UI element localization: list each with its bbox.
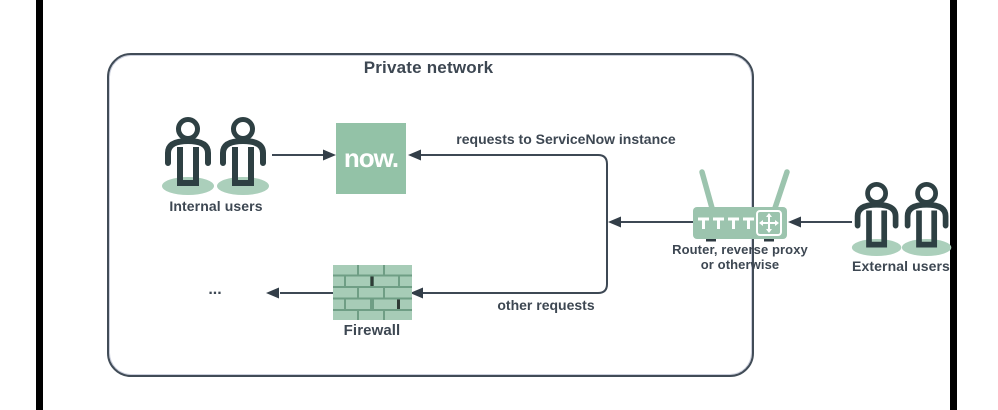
left-edge-bar (36, 0, 43, 410)
other-destinations-dots: ... (208, 281, 222, 298)
person-icon (851, 181, 902, 257)
antenna-left (699, 169, 715, 211)
router-label: Router, reverse proxy or otherwise (650, 242, 830, 273)
servicenow-logo: now. (343, 143, 399, 173)
person-icon (162, 117, 214, 195)
router-label-line1: Router, reverse proxy (672, 242, 808, 257)
firewall-label: Firewall (343, 322, 401, 339)
person-icon (901, 181, 952, 257)
private-network-title: Private network (363, 58, 494, 77)
router-icon (693, 169, 790, 242)
antenna-right (772, 169, 790, 211)
right-edge-bar (950, 0, 957, 410)
private-network-box (107, 53, 754, 377)
person-icon (217, 117, 269, 195)
external-users-icon (851, 181, 952, 257)
firewall-icon (333, 265, 412, 320)
edge-label-requests-to-servicenow: requests to ServiceNow instance (456, 131, 676, 147)
routing-symbol (756, 210, 782, 236)
internal-users-label: Internal users (169, 198, 263, 214)
external-users-label: External users (852, 258, 950, 274)
internal-users-icon (162, 117, 269, 195)
router-ports (698, 217, 754, 229)
servicenow-instance: now. (336, 123, 406, 194)
router-label-line2: or otherwise (700, 256, 780, 272)
edge-label-other-requests: other requests (497, 297, 595, 313)
